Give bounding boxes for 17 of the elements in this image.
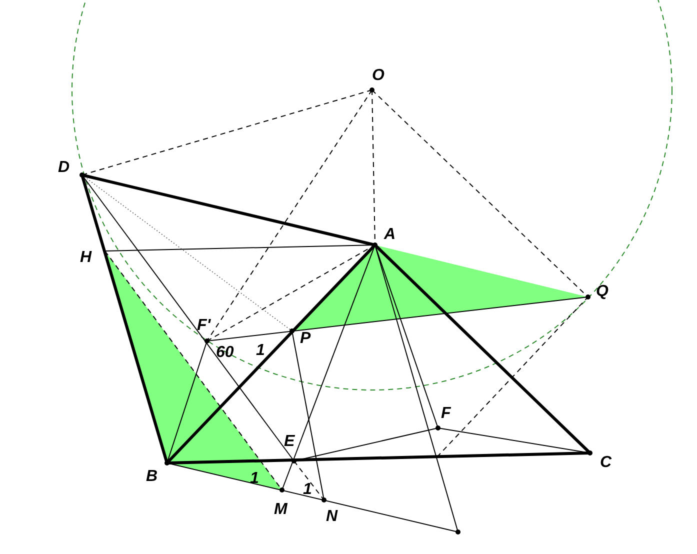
point-label: O (372, 67, 384, 84)
point-label: P (300, 330, 311, 347)
point-label: N (326, 508, 338, 525)
point-label: C (600, 454, 612, 471)
point-label: F (441, 405, 451, 422)
length-label: 1 (256, 342, 265, 359)
point-label: H (80, 249, 92, 266)
point-label: D (58, 159, 70, 176)
point-label: F' (197, 317, 211, 334)
point-label: Q (596, 283, 608, 300)
length-label: 1 (250, 470, 259, 487)
point-label: M (274, 501, 288, 518)
point-label: E (284, 433, 295, 450)
point-label: B (146, 468, 158, 485)
angle-label: 60 (216, 344, 234, 361)
length-label: 1 (303, 481, 312, 498)
point-label: A (384, 226, 396, 243)
